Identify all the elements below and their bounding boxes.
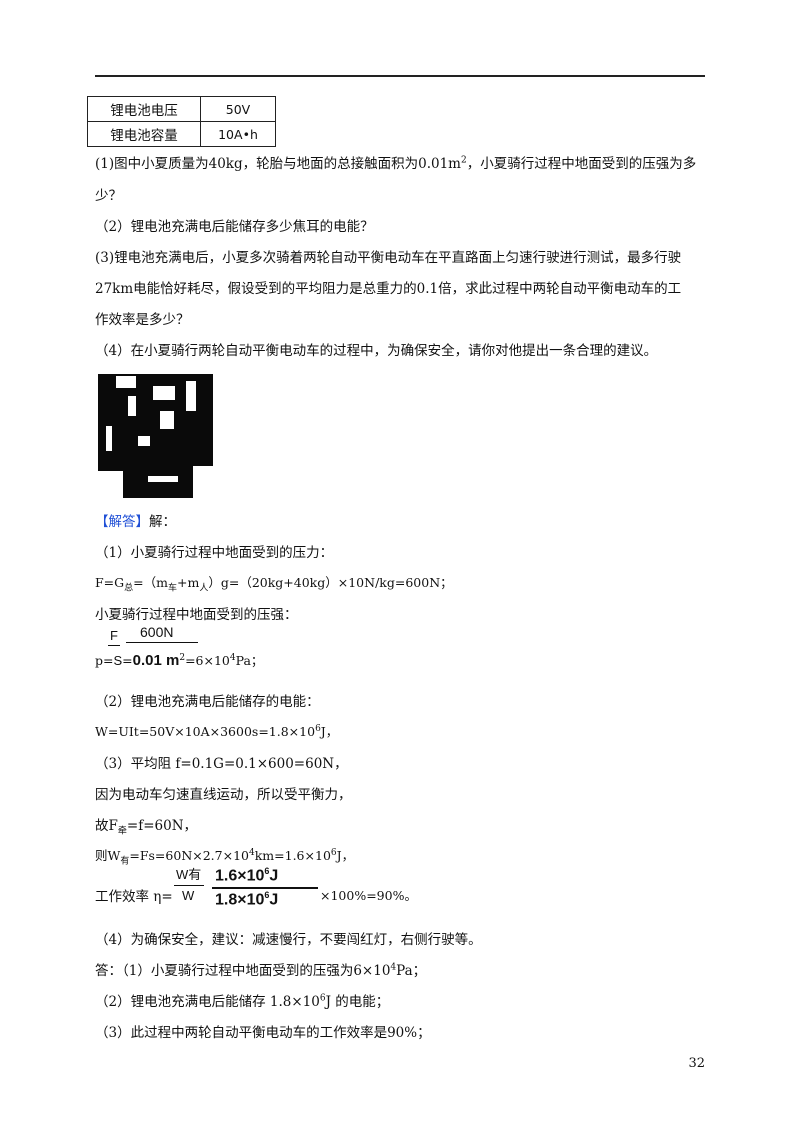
text: 故F	[95, 818, 118, 834]
battery-spec-table: 锂电池电压 50V 锂电池容量 10A•h	[87, 96, 276, 147]
sup: 4	[229, 652, 236, 663]
frac-bar	[108, 645, 120, 646]
table-row: 锂电池容量 10A•h	[87, 121, 276, 147]
answer-line: 小夏骑行过程中地面受到的压强：	[95, 607, 298, 623]
header-rule	[95, 75, 705, 77]
sup: 6	[264, 890, 270, 900]
answer-line: 因为电动车匀速直线运动，所以受平衡力，	[95, 787, 352, 803]
text: 答：（1）小夏骑行过程中地面受到的压强为6×10	[95, 963, 391, 979]
eff-den-left: W	[182, 888, 195, 903]
text: =（m	[133, 575, 168, 590]
sub: 人	[199, 583, 209, 594]
question-4: （4）在小夏骑行两轮自动平衡电动车的过程中，为确保安全，请你对他提出一条合理的建…	[95, 343, 658, 359]
scooter-photo	[98, 366, 213, 498]
sub: 总	[124, 583, 134, 594]
table-row: 锂电池电压 50V	[87, 96, 276, 122]
text: J	[269, 867, 279, 885]
final-answer-1: 答：（1）小夏骑行过程中地面受到的压强为6×104Pa；	[95, 959, 427, 980]
q1-text: (1)图中小夏质量为40kg，轮胎与地面的总接触面积为0.01m	[95, 156, 461, 172]
sup: 6	[330, 847, 337, 858]
final-answer-3: （3）此过程中两轮自动平衡电动车的工作效率是90%；	[95, 1025, 431, 1041]
text: 0.01 m	[132, 652, 180, 669]
text: 1.8×10	[215, 891, 265, 909]
frac-bar	[126, 642, 198, 643]
eff-den-right: 1.8×106J	[215, 890, 278, 909]
eff-tail: ×100%=90%。	[320, 888, 417, 903]
question-3-cont2: 作效率是多少？	[95, 312, 190, 328]
answer-line: W=UIt=50V×10A×3600s=1.8×106J，	[95, 721, 338, 740]
text: J，	[320, 724, 339, 739]
q1-sup: 2	[460, 155, 467, 166]
text: km=1.6×10	[254, 848, 331, 863]
answer-line: （4）为确保安全，建议：减速慢行，不要闯红灯，右侧行驶等。	[95, 932, 482, 948]
table-value: 50V	[200, 96, 276, 122]
answer-line: （2）锂电池充满电后能储存的电能：	[95, 694, 320, 710]
sub: 牵	[117, 826, 127, 837]
q1-tail: ，小夏骑行过程中地面受到的压强为多	[466, 156, 697, 172]
frac-num-left: F	[110, 628, 118, 643]
question-3-cont: 27km电能恰好耗尽，假设受到的平均阻力是总重力的0.1倍，求此过程中两轮自动平…	[95, 281, 682, 297]
question-2: （2）锂电池充满电后能储存多少焦耳的电能？	[95, 219, 374, 235]
text: 则W	[95, 848, 121, 863]
text: +m	[177, 575, 200, 590]
text: J 的电能；	[325, 994, 390, 1010]
sup: 6	[319, 993, 326, 1004]
question-3: (3)锂电池充满电后，小夏多次骑着两轮自动平衡电动车在平直路面上匀速行驶进行测试…	[95, 250, 682, 266]
text: F=G	[95, 575, 125, 590]
text: 1.6×10	[215, 867, 265, 885]
sub: 车	[167, 583, 177, 594]
text: J，	[336, 848, 355, 863]
table-value: 10A•h	[200, 121, 276, 147]
question-1: (1)图中小夏质量为40kg，轮胎与地面的总接触面积为0.01m2，小夏骑行过程…	[95, 152, 697, 173]
eff-num-left: W有	[176, 867, 202, 882]
text: =6×10	[185, 653, 230, 668]
text: Pa；	[396, 963, 427, 979]
answer-line: F=G总=（m车+m人）g=（20kg+40kg）×10N/kg=600N；	[95, 572, 453, 594]
text: ）g=（20kg+40kg）×10N/kg=600N；	[208, 575, 453, 590]
sup: 4	[390, 962, 397, 973]
sup: 6	[264, 866, 270, 876]
answer-line: 故F牵=f=60N，	[95, 814, 197, 837]
answer-line: p=S=0.01 m2=6×104Pa；	[95, 652, 264, 669]
text: p=	[95, 653, 114, 668]
question-1-cont: 少？	[95, 188, 122, 204]
text: J	[269, 891, 279, 909]
answer-line: （1）小夏骑行过程中地面受到的压力：	[95, 545, 334, 561]
answer-tag: 【解答】	[95, 514, 149, 530]
eff-num-right: 1.6×106J	[215, 866, 278, 885]
sub: 有	[120, 856, 130, 867]
text: （2）锂电池充满电后能储存 1.8×10	[95, 994, 320, 1010]
table-key: 锂电池容量	[87, 121, 201, 147]
table-key: 锂电池电压	[87, 96, 201, 122]
eff-lhs: 工作效率 η=	[95, 889, 173, 905]
page-number: 32	[688, 1056, 705, 1071]
text: =f=60N，	[126, 818, 198, 834]
sup: 4	[249, 847, 255, 858]
text: =Fs=60N×2.7×10	[129, 848, 249, 863]
sup: 2	[179, 652, 186, 663]
text: S	[113, 653, 123, 668]
frac-bar	[212, 887, 318, 889]
frac-num-right: 600N	[140, 624, 174, 640]
final-answer-2: （2）锂电池充满电后能储存 1.8×106J 的电能；	[95, 990, 390, 1011]
frac-bar	[174, 885, 204, 886]
answer-line: 则W有=Fs=60N×2.7×104km=1.6×106J，	[95, 845, 354, 867]
text: W=UIt=50V×10A×3600s=1.8×10	[95, 724, 316, 739]
answer-tag-tail: 解：	[149, 514, 176, 530]
answer-line: （3）平均阻 f=0.1G=0.1×600=60N，	[95, 756, 348, 772]
sup: 6	[315, 723, 321, 734]
answer-heading: 【解答】解：	[95, 510, 176, 530]
text: Pa；	[235, 653, 264, 668]
